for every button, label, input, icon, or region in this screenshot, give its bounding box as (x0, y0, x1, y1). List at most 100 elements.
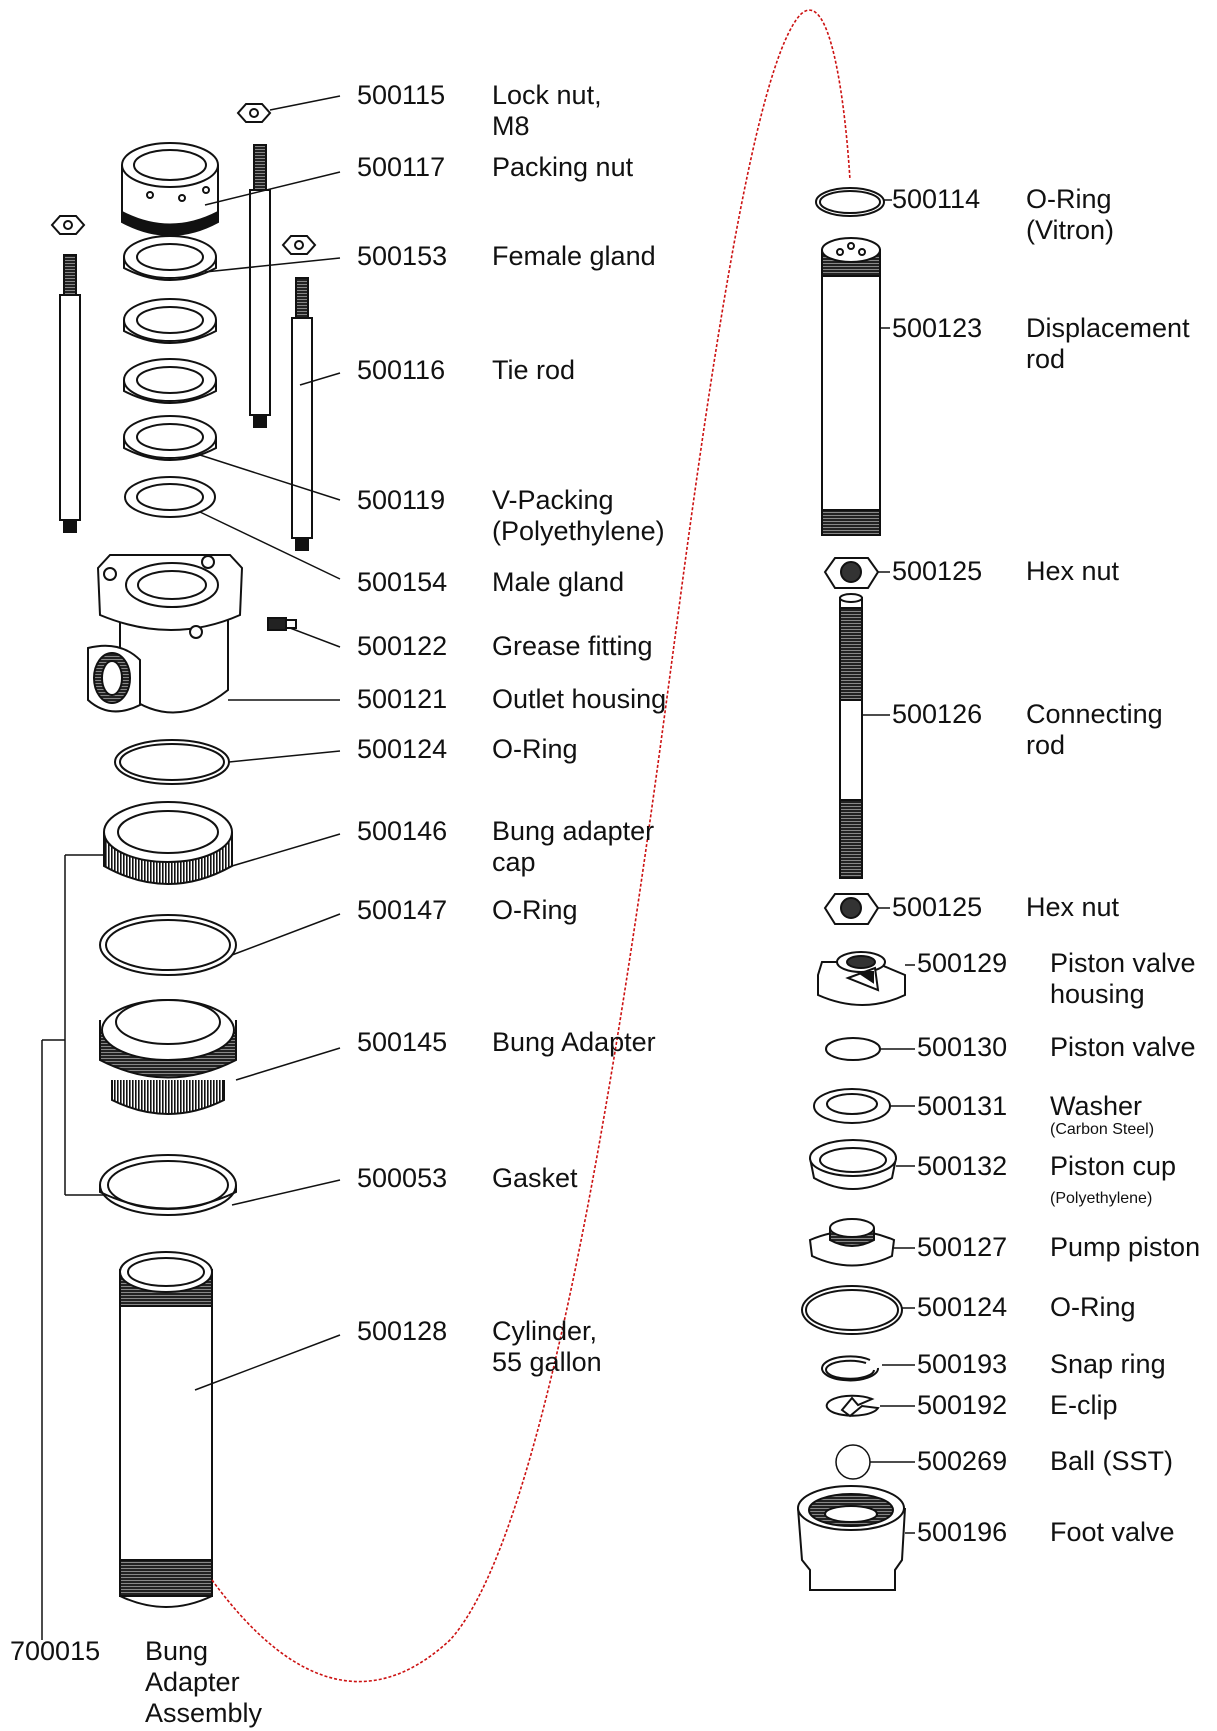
part-name-displacement-rod: Displacement (1026, 313, 1190, 343)
part-number-500128: 500128 (357, 1316, 448, 1346)
part-name-hex-nut-lower: Hex nut (1026, 892, 1120, 922)
part-name-male-gland: Male gland (492, 567, 625, 597)
packing-nut-drawing (121, 142, 219, 236)
connector-curve (211, 9, 851, 1683)
displacement-rod-drawing (821, 237, 881, 536)
part-name-hex-nut-upper: Hex nut (1026, 556, 1120, 586)
part-number-500124-left: 500124 (357, 734, 448, 764)
connecting-rod-drawing (839, 593, 863, 879)
part-number-500131: 500131 (917, 1091, 1008, 1121)
piston-valve-drawing (825, 1037, 881, 1061)
part-name-connecting-rod-line2: rod (1026, 730, 1066, 760)
o-ring-114-drawing (815, 187, 885, 217)
part-name-lock-nut: Lock nut, (492, 80, 602, 110)
part-note-carbon-steel: (Carbon Steel) (1050, 1121, 1155, 1138)
ball-drawing (835, 1444, 871, 1480)
part-name-o-ring-vitron-line2: (Vitron) (1026, 215, 1115, 245)
part-name-v-packing: V-Packing (492, 485, 614, 515)
tie-rod-drawing (59, 144, 313, 551)
part-number-500145: 500145 (357, 1027, 448, 1057)
part-name-piston-valve-housing: Piston valve (1050, 948, 1196, 978)
part-number-500127: 500127 (917, 1232, 1008, 1262)
part-name-cylinder: Cylinder, (492, 1316, 598, 1346)
gland-stack-drawing (123, 235, 217, 518)
part-name-grease-fitting: Grease fitting (492, 631, 653, 661)
right-leader-lines (862, 199, 915, 1534)
part-name-o-ring-left: O-Ring (492, 734, 578, 764)
foot-valve-drawing (797, 1485, 906, 1591)
part-name-ball: Ball (SST) (1050, 1446, 1174, 1476)
part-note-polyethylene: (Polyethylene) (1050, 1190, 1153, 1207)
part-name-outlet-housing: Outlet housing (492, 684, 667, 714)
assembly-name-line1: Bung (145, 1636, 209, 1666)
bung-adapter-cap-drawing (103, 801, 233, 885)
o-ring-147-drawing (99, 914, 237, 976)
part-name-connecting-rod: Connecting (1026, 699, 1163, 729)
part-number-500146: 500146 (357, 816, 448, 846)
part-number-500125-upper: 500125 (892, 556, 983, 586)
part-name-bung-adapter-cap-line2: cap (492, 847, 536, 877)
part-name-piston-cup: Piston cup (1050, 1151, 1177, 1181)
part-name-e-clip: E-clip (1050, 1390, 1118, 1420)
hex-nut-upper-drawing (823, 557, 880, 589)
part-name-foot-valve: Foot valve (1050, 1517, 1175, 1547)
part-name-cylinder-line2: 55 gallon (492, 1347, 602, 1377)
part-name-o-ring-right: O-Ring (1050, 1292, 1136, 1322)
part-name-lock-nut-line2: M8 (492, 111, 530, 141)
part-number-500117: 500117 (357, 152, 446, 182)
part-number-500132: 500132 (917, 1151, 1008, 1181)
e-clip-drawing (825, 1394, 880, 1418)
part-number-500196: 500196 (917, 1517, 1008, 1547)
part-name-bung-adapter: Bung Adapter (492, 1027, 656, 1057)
part-name-piston-valve-housing-line2: housing (1050, 979, 1145, 1009)
cylinder-drawing (119, 1251, 213, 1608)
lock-nut-drawing (50, 103, 317, 255)
part-name-o-ring-147: O-Ring (492, 895, 578, 925)
snap-ring-drawing (821, 1355, 880, 1382)
part-name-bung-adapter-cap: Bung adapter (492, 816, 655, 846)
part-number-500124-right: 500124 (917, 1292, 1008, 1322)
part-number-500192: 500192 (917, 1390, 1008, 1420)
pump-piston-drawing (808, 1218, 896, 1267)
assembly-name-line3: Assembly (145, 1698, 263, 1728)
part-number-500115: 500115 (357, 80, 446, 110)
part-name-packing-nut: Packing nut (492, 152, 634, 182)
part-number-500153: 500153 (357, 241, 448, 271)
part-number-500123: 500123 (892, 313, 983, 343)
part-number-500154: 500154 (357, 567, 448, 597)
part-name-tie-rod: Tie rod (492, 355, 576, 385)
part-number-500121: 500121 (357, 684, 448, 714)
part-name-v-packing-line2: (Polyethylene) (492, 516, 665, 546)
part-number-500114: 500114 (892, 184, 981, 214)
gasket-drawing (99, 1154, 237, 1216)
o-ring-124-right-drawing (801, 1285, 903, 1335)
part-number-500126: 500126 (892, 699, 983, 729)
part-number-500053: 500053 (357, 1163, 448, 1193)
part-number-500122: 500122 (357, 631, 448, 661)
part-name-washer: Washer (1050, 1091, 1143, 1121)
hex-nut-lower-drawing (823, 893, 880, 925)
assembly-number-700015: 700015 (10, 1636, 101, 1666)
part-name-snap-ring: Snap ring (1050, 1349, 1166, 1379)
washer-drawing (813, 1088, 891, 1124)
part-number-500125-lower: 500125 (892, 892, 983, 922)
part-name-o-ring-vitron: O-Ring (1026, 184, 1112, 214)
bung-adapter-drawing (99, 999, 237, 1115)
part-number-500119: 500119 (357, 485, 446, 515)
part-number-500147: 500147 (357, 895, 448, 925)
part-number-500116: 500116 (357, 355, 446, 385)
part-name-female-gland: Female gland (492, 241, 656, 271)
o-ring-124-drawing (114, 739, 230, 785)
piston-cup-drawing (809, 1139, 897, 1190)
part-name-gasket: Gasket (492, 1163, 578, 1193)
piston-valve-housing-drawing (817, 951, 906, 1006)
part-number-500193: 500193 (917, 1349, 1008, 1379)
part-number-500269: 500269 (917, 1446, 1008, 1476)
left-leader-lines (41, 95, 341, 1640)
part-number-500130: 500130 (917, 1032, 1008, 1062)
part-name-piston-valve: Piston valve (1050, 1032, 1196, 1062)
part-number-500129: 500129 (917, 948, 1008, 978)
assembly-name-line2: Adapter (145, 1667, 240, 1697)
